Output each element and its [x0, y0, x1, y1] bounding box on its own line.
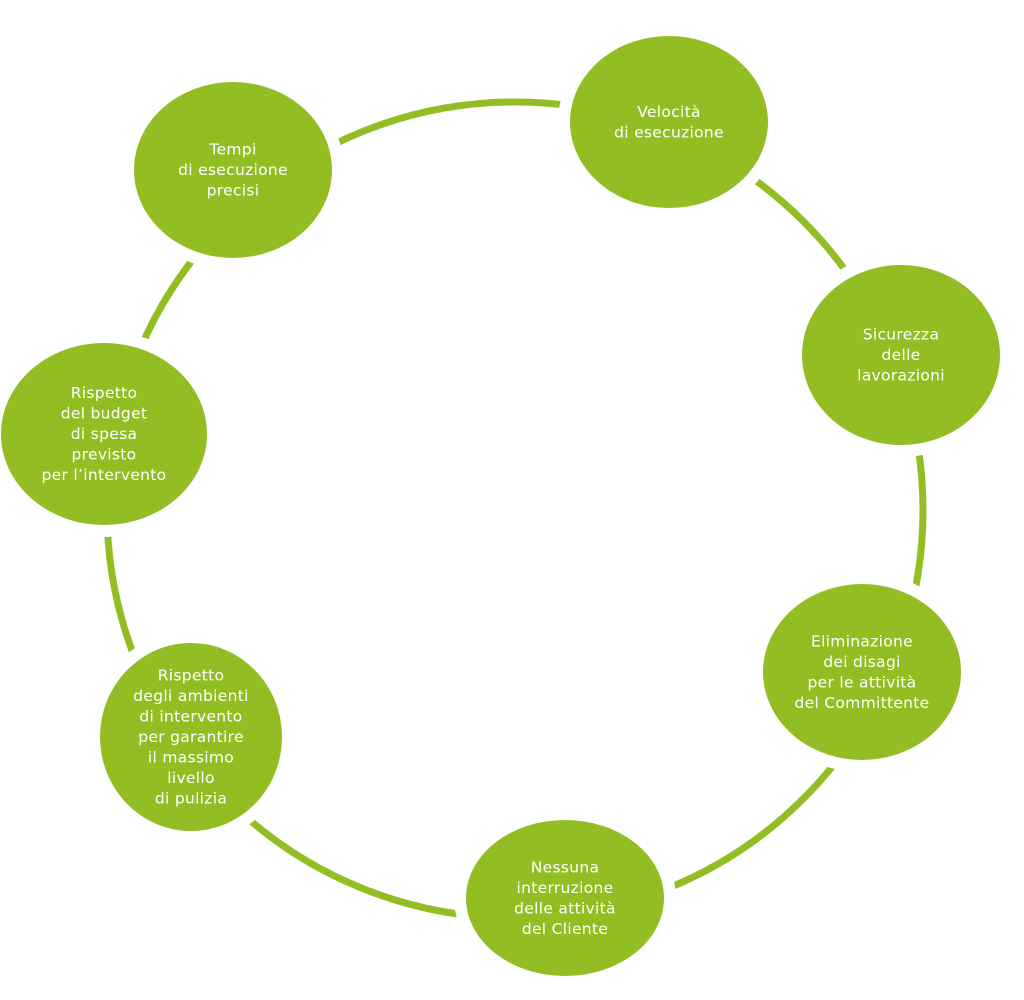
node-eliminazione: Eliminazione dei disagi per le attività del…: [751, 572, 973, 772]
node-label-line: Rispetto: [158, 667, 225, 685]
node-circle: [134, 82, 332, 258]
node-label-line: lavorazioni: [857, 367, 945, 385]
node-label-line: di pulizia: [155, 790, 227, 808]
node-label-line: Sicurezza: [863, 326, 940, 344]
node-sicurezza: Sicurezza delle lavorazioni: [790, 253, 1012, 457]
node-label: Sicurezza delle lavorazioni: [857, 326, 945, 385]
node-label: Eliminazione dei disagi per le attività del…: [794, 632, 929, 712]
node-label-line: per le attività: [808, 673, 917, 691]
node-rispetto-budget: Rispetto del budget di spesa previsto per l’…: [0, 331, 219, 537]
node-tempi: Tempi di esecuzione precisi: [122, 70, 344, 270]
node-circle: [802, 265, 1000, 445]
node-label-line: Tempi: [208, 141, 256, 159]
node-label-line: Rispetto: [71, 384, 138, 402]
node-label: Tempi di esecuzione precisi: [178, 141, 288, 200]
node-label-line: delle attività: [514, 899, 616, 917]
node-label-line: dei disagi: [823, 653, 900, 671]
node-circle: [763, 584, 961, 760]
node-label-line: Velocità: [637, 103, 701, 121]
node-circle: [1, 343, 207, 525]
node-label-line: delle: [881, 346, 920, 364]
node-label-line: precisi: [207, 182, 260, 200]
node-label-line: del Cliente: [522, 920, 608, 938]
node-nessuna: Nessuna interruzione delle attività del Cli…: [454, 808, 676, 988]
node-label-line: del budget: [61, 405, 148, 423]
node-label-line: il massimo: [148, 749, 234, 767]
node-label: Rispetto degli ambienti di intervento per g…: [133, 667, 248, 808]
node-label-line: di spesa: [71, 425, 138, 443]
node-rispetto-ambienti: Rispetto degli ambienti di intervento per g…: [88, 631, 294, 843]
node-label-line: livello: [167, 769, 215, 787]
node-label-line: per l’intervento: [42, 466, 167, 484]
node-label-line: di esecuzione: [178, 161, 288, 179]
node-label-line: di intervento: [139, 708, 242, 726]
node-label: Nessuna interruzione delle attività del Cli…: [514, 858, 616, 938]
node-label-line: Nessuna: [531, 858, 600, 876]
node-label-line: per garantire: [138, 728, 244, 746]
node-velocita: Velocità di esecuzione: [558, 24, 780, 220]
node-label-line: del Committente: [794, 694, 929, 712]
node-label: Velocità di esecuzione: [614, 103, 724, 142]
node-circle: [466, 820, 664, 976]
node-circle: [570, 36, 768, 208]
node-label-line: previsto: [72, 446, 137, 464]
node-label-line: degli ambienti: [133, 687, 248, 705]
node-label-line: interruzione: [517, 879, 614, 897]
node-label: Rispetto del budget di spesa previsto per l’…: [42, 384, 167, 484]
node-circle: [100, 643, 282, 831]
node-label-line: di esecuzione: [614, 123, 724, 141]
node-label-line: Eliminazione: [811, 632, 913, 650]
